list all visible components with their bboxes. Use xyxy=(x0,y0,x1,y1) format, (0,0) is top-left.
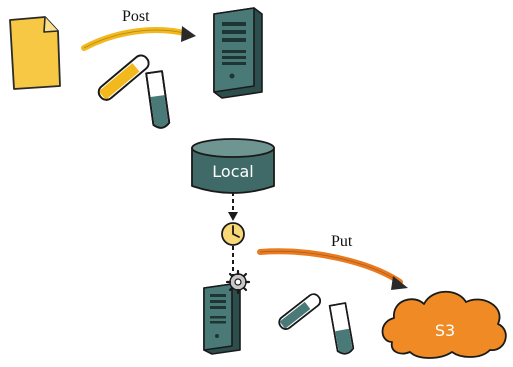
server-small-icon xyxy=(203,283,241,355)
test-tube-teal-icon xyxy=(145,70,171,129)
database-local-icon xyxy=(191,138,275,194)
dashed-arrowhead xyxy=(228,212,238,221)
put-arrow-icon xyxy=(257,248,408,290)
clock-icon xyxy=(221,222,245,246)
cloud-s3-icon xyxy=(381,290,507,359)
post-arrow-icon xyxy=(81,26,196,51)
s3-label: S3 xyxy=(435,321,455,340)
post-label: Post xyxy=(122,8,150,25)
gear-icon xyxy=(225,269,251,295)
test-tube-teal-small-icon xyxy=(278,293,355,355)
test-tube-yellow-icon xyxy=(97,54,150,101)
local-label: Local xyxy=(212,162,253,181)
document-icon xyxy=(9,16,61,90)
server-icon xyxy=(213,7,263,99)
put-label: Put xyxy=(331,233,353,250)
